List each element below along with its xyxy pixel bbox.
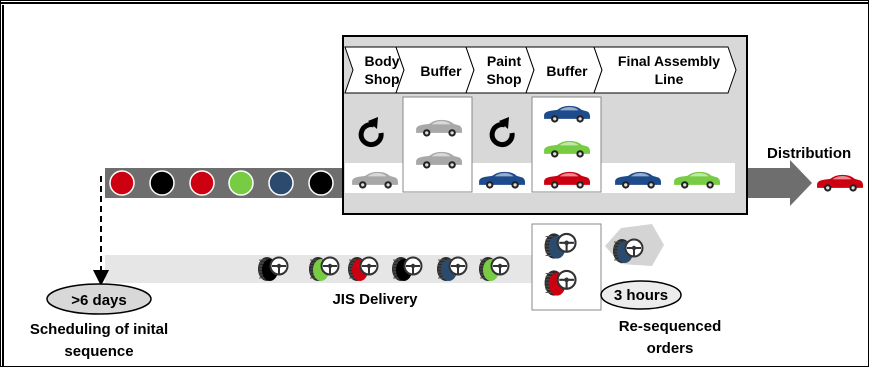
stage-label-buffer-2: Buffer (546, 63, 588, 79)
stage-label-body-line1: Body (365, 53, 400, 69)
wheel-with-steering-icon (437, 256, 468, 281)
distribution-label: Distribution (767, 145, 851, 162)
stage-chevrons (344, 46, 737, 94)
resequence-caption-line1: Re-sequenced (619, 318, 722, 335)
order-dot (268, 170, 294, 196)
resequence-caption-line2: orders (647, 340, 694, 357)
resequence-feeder-wheel (613, 238, 644, 263)
jis-delivery-label: JIS Delivery (332, 291, 418, 308)
wheel-with-steering-icon (544, 232, 577, 259)
wheel-with-steering-icon (348, 256, 379, 281)
jis-wheel-sequence (258, 256, 510, 281)
schedule-caption-line2: sequence (64, 343, 133, 360)
stage-label-body-line2: Shop (365, 71, 400, 87)
buffer-box-1 (402, 96, 473, 193)
order-dot (308, 170, 334, 196)
wheel-with-steering-icon (479, 256, 510, 281)
stage-final-assembly (593, 46, 737, 94)
schedule-badge-text: >6 days (71, 292, 126, 309)
resequence-badge (600, 280, 682, 310)
circular-arrow-icon (489, 117, 515, 148)
stage-label-paint-line1: Paint (487, 53, 522, 69)
wheel-with-steering-icon (544, 269, 577, 296)
stage-label-final-line2: Line (655, 71, 684, 87)
wheel-with-steering-icon (309, 256, 340, 281)
resequence-badge-text: 3 hours (614, 287, 668, 304)
car-icon (817, 174, 864, 192)
order-dot (149, 170, 175, 196)
wheel-with-steering-icon (258, 256, 289, 281)
stage-label-final-line1: Final Assembly (618, 53, 720, 69)
resequenced-wheels (544, 232, 577, 296)
stage-label-buffer-1: Buffer (420, 63, 462, 79)
order-sequence (109, 170, 334, 196)
order-dot (109, 170, 135, 196)
schedule-caption-line1: Scheduling of inital (30, 321, 168, 338)
circular-arrow-icon (358, 117, 384, 148)
wheel-with-steering-icon (392, 256, 423, 281)
wheel-with-steering-icon (613, 238, 644, 263)
order-dot (189, 170, 215, 196)
schedule-badge (46, 283, 152, 315)
order-dot (228, 170, 254, 196)
stage-label-paint-line2: Shop (487, 71, 522, 87)
